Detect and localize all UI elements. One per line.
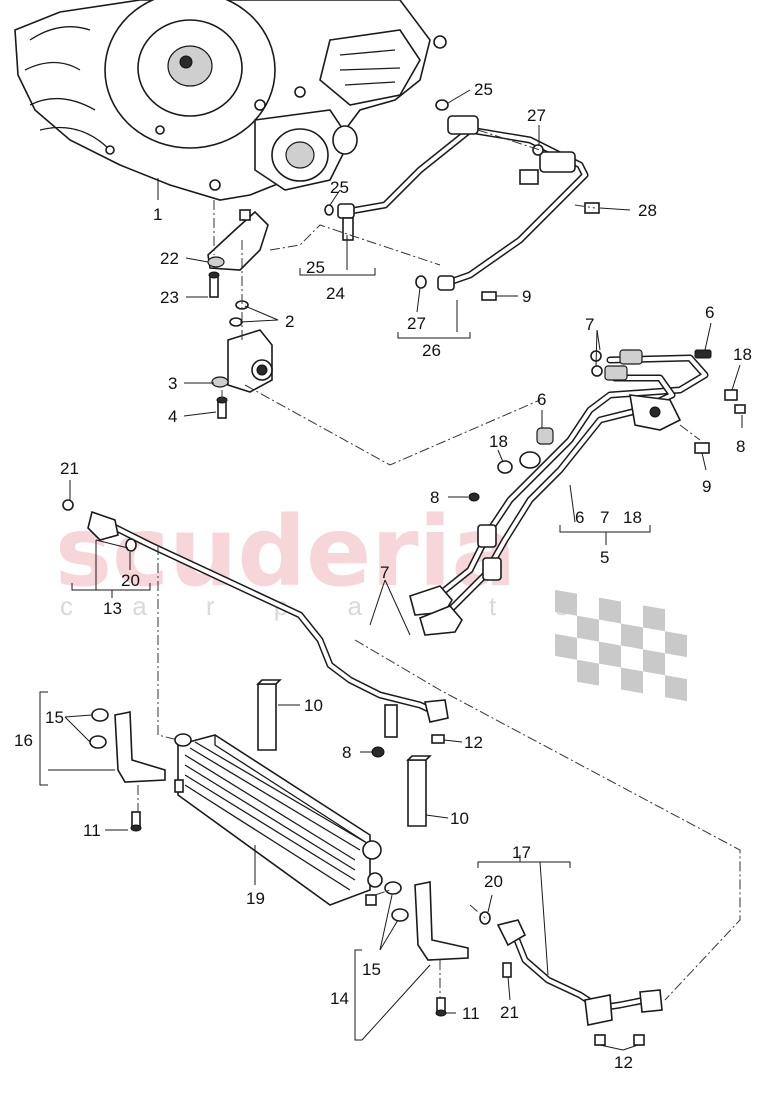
label-14: 14: [330, 989, 349, 1008]
label-26: 26: [422, 341, 441, 360]
label-12-bottom: 12: [614, 1053, 633, 1072]
label-15-bottom: 15: [362, 960, 381, 979]
upper-cooler-pipe: [337, 115, 589, 291]
oil-cooler: [174, 733, 383, 906]
label-5: 5: [600, 548, 609, 567]
label-6-mid: 6: [537, 390, 546, 409]
watermark: scuderia c a r p a r t s: [55, 496, 687, 702]
label-23: 23: [160, 288, 179, 307]
label-25-group: 25: [306, 258, 325, 277]
label-27-top: 27: [527, 106, 546, 125]
label-8-right: 8: [736, 437, 745, 456]
label-18-right: 18: [733, 345, 752, 364]
label-24: 24: [326, 284, 345, 303]
checkered-flag-icon: [555, 589, 687, 702]
label-16: 16: [14, 731, 33, 750]
label-22: 22: [160, 249, 179, 268]
label-5-sub-6: 6: [575, 508, 584, 527]
label-12-mid: 12: [464, 733, 483, 752]
label-8-mid: 8: [430, 488, 439, 507]
label-11-left: 11: [83, 821, 101, 840]
label-5-sub-18: 18: [623, 508, 642, 527]
label-10-lower: 10: [450, 809, 469, 828]
long-pipe-13: [62, 499, 449, 758]
label-19: 19: [246, 889, 265, 908]
label-1: 1: [153, 205, 162, 224]
label-25-mid: 25: [330, 178, 349, 197]
label-9-right: 9: [702, 477, 711, 496]
bracket-assembly: [207, 200, 273, 419]
label-21-bottom: 21: [500, 1003, 519, 1022]
label-18-mid: 18: [489, 432, 508, 451]
label-25-top: 25: [474, 80, 493, 99]
foam-pads: [256, 679, 432, 827]
cooler-brackets: [89, 708, 469, 1017]
label-21-left: 21: [60, 459, 79, 478]
label-9-top: 9: [522, 287, 531, 306]
transmission-housing: [14, 0, 447, 201]
label-7-top: 7: [585, 315, 594, 334]
label-11-bottom: 11: [462, 1004, 480, 1023]
label-8-bottom: 8: [342, 743, 351, 762]
label-27-bottom: 27: [407, 314, 426, 333]
label-20-bottom: 20: [484, 872, 503, 891]
label-3: 3: [168, 374, 177, 393]
label-4: 4: [168, 407, 177, 426]
label-10-upper: 10: [304, 696, 323, 715]
label-15-left: 15: [45, 708, 64, 727]
label-5-sub-7: 7: [600, 508, 609, 527]
label-6-top: 6: [705, 303, 714, 322]
label-28: 28: [638, 201, 657, 220]
label-17: 17: [512, 843, 531, 862]
label-2: 2: [285, 312, 294, 331]
pipe-assembly-5: [409, 349, 746, 636]
part-labels: 1 2 3 4 5 6 7 18 6 6 7 7 8 8 8 9 9 10 10…: [14, 80, 752, 1072]
reference-lines: [137, 129, 741, 1001]
lower-pipe-17: [479, 911, 663, 1046]
label-20-left: 20: [121, 571, 140, 590]
leader-lines: [39, 89, 743, 1051]
watermark-subtext: c a r p a r t s: [60, 591, 595, 621]
label-13: 13: [103, 599, 122, 618]
label-7-mid: 7: [380, 563, 389, 582]
